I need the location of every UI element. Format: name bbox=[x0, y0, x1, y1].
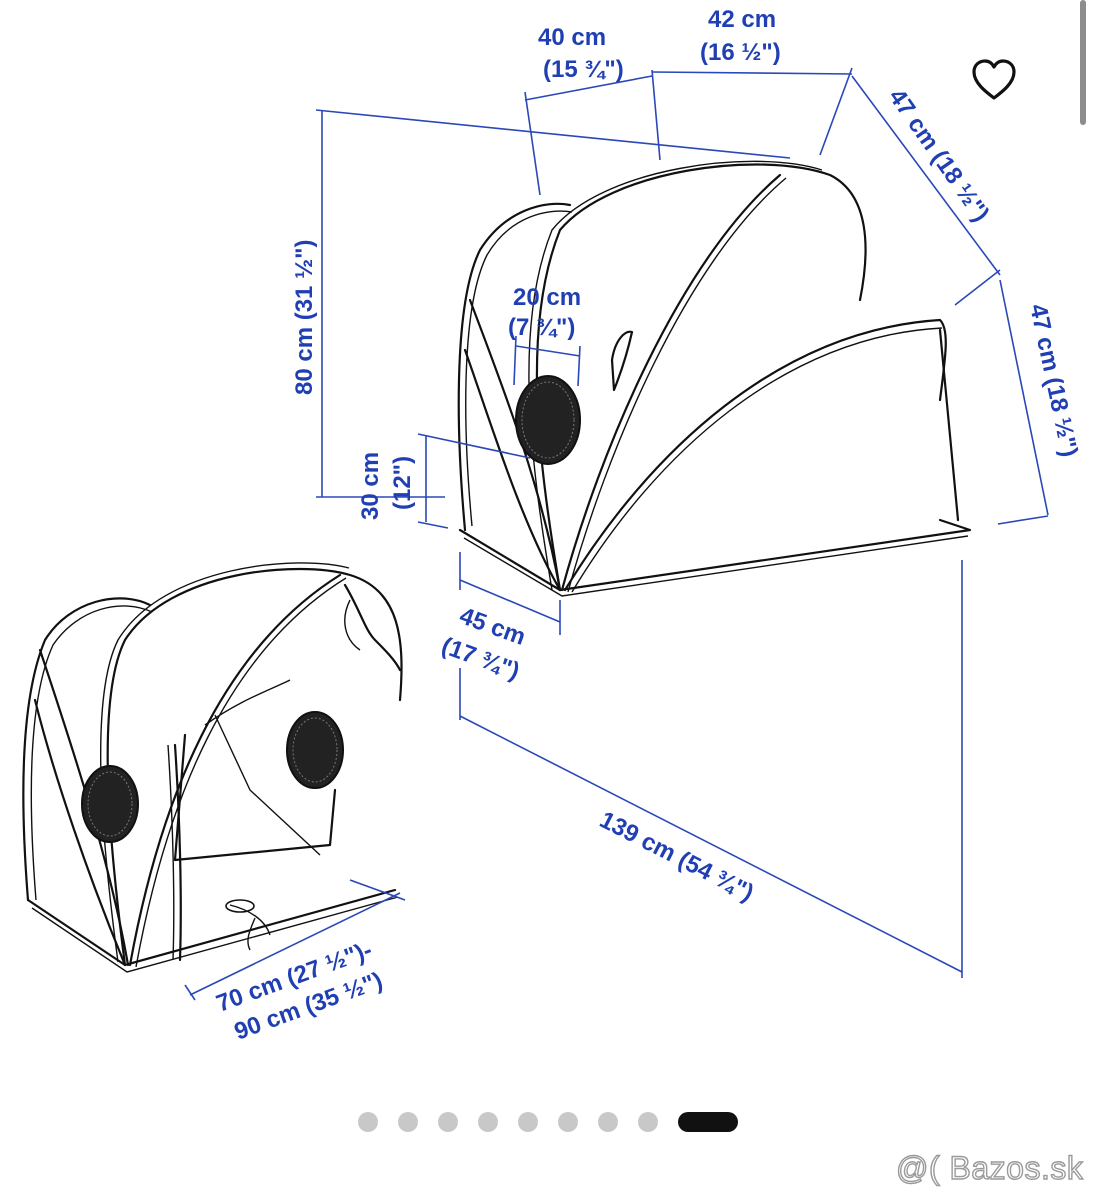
dim-top-width-cm: 40 cm bbox=[538, 24, 606, 51]
dim-top-depth-in: (16 ½") bbox=[700, 39, 781, 66]
dim-top-depth-cm: 42 cm bbox=[708, 6, 776, 33]
gallery-dot[interactable] bbox=[638, 1112, 658, 1132]
gallery-pagination bbox=[358, 1112, 738, 1132]
heart-outline-icon bbox=[972, 59, 1016, 100]
product-dimension-diagram: 40 cm (15 ¾") 42 cm (16 ½") 47 cm (18 ½"… bbox=[22, 6, 1083, 1046]
dim-side-lower: 47 cm (18 ½") bbox=[1024, 302, 1083, 460]
dim-top-width-in: (15 ¾") bbox=[543, 56, 624, 83]
gallery-dot[interactable] bbox=[438, 1112, 458, 1132]
gallery-dot[interactable] bbox=[598, 1112, 618, 1132]
gallery-dot[interactable] bbox=[478, 1112, 498, 1132]
scrollbar-thumb[interactable] bbox=[1080, 0, 1086, 125]
dim-window-in: (7 ¾") bbox=[508, 314, 575, 341]
tent-closed-drawing bbox=[457, 160, 972, 597]
gallery-dot[interactable] bbox=[398, 1112, 418, 1132]
gallery-dot[interactable] bbox=[558, 1112, 578, 1132]
tent-open-drawing bbox=[22, 562, 403, 973]
gallery-dot[interactable] bbox=[358, 1112, 378, 1132]
gallery-dot[interactable] bbox=[518, 1112, 538, 1132]
dim-window-cm: 20 cm bbox=[513, 284, 581, 311]
bazos-watermark: @( Bazos.sk bbox=[895, 1149, 1084, 1186]
dim-length: 139 cm (54 ¾") bbox=[595, 806, 758, 907]
gallery-dot[interactable] bbox=[678, 1112, 738, 1132]
dim-height: 80 cm (31 ½") bbox=[291, 240, 318, 395]
dim-window-height-cm: 30 cm bbox=[357, 452, 384, 520]
dim-window-height-in: (12") bbox=[389, 456, 416, 510]
dimension-annotations: 40 cm (15 ¾") 42 cm (16 ½") 47 cm (18 ½"… bbox=[184, 6, 1083, 1046]
favorite-button[interactable] bbox=[966, 52, 1022, 108]
